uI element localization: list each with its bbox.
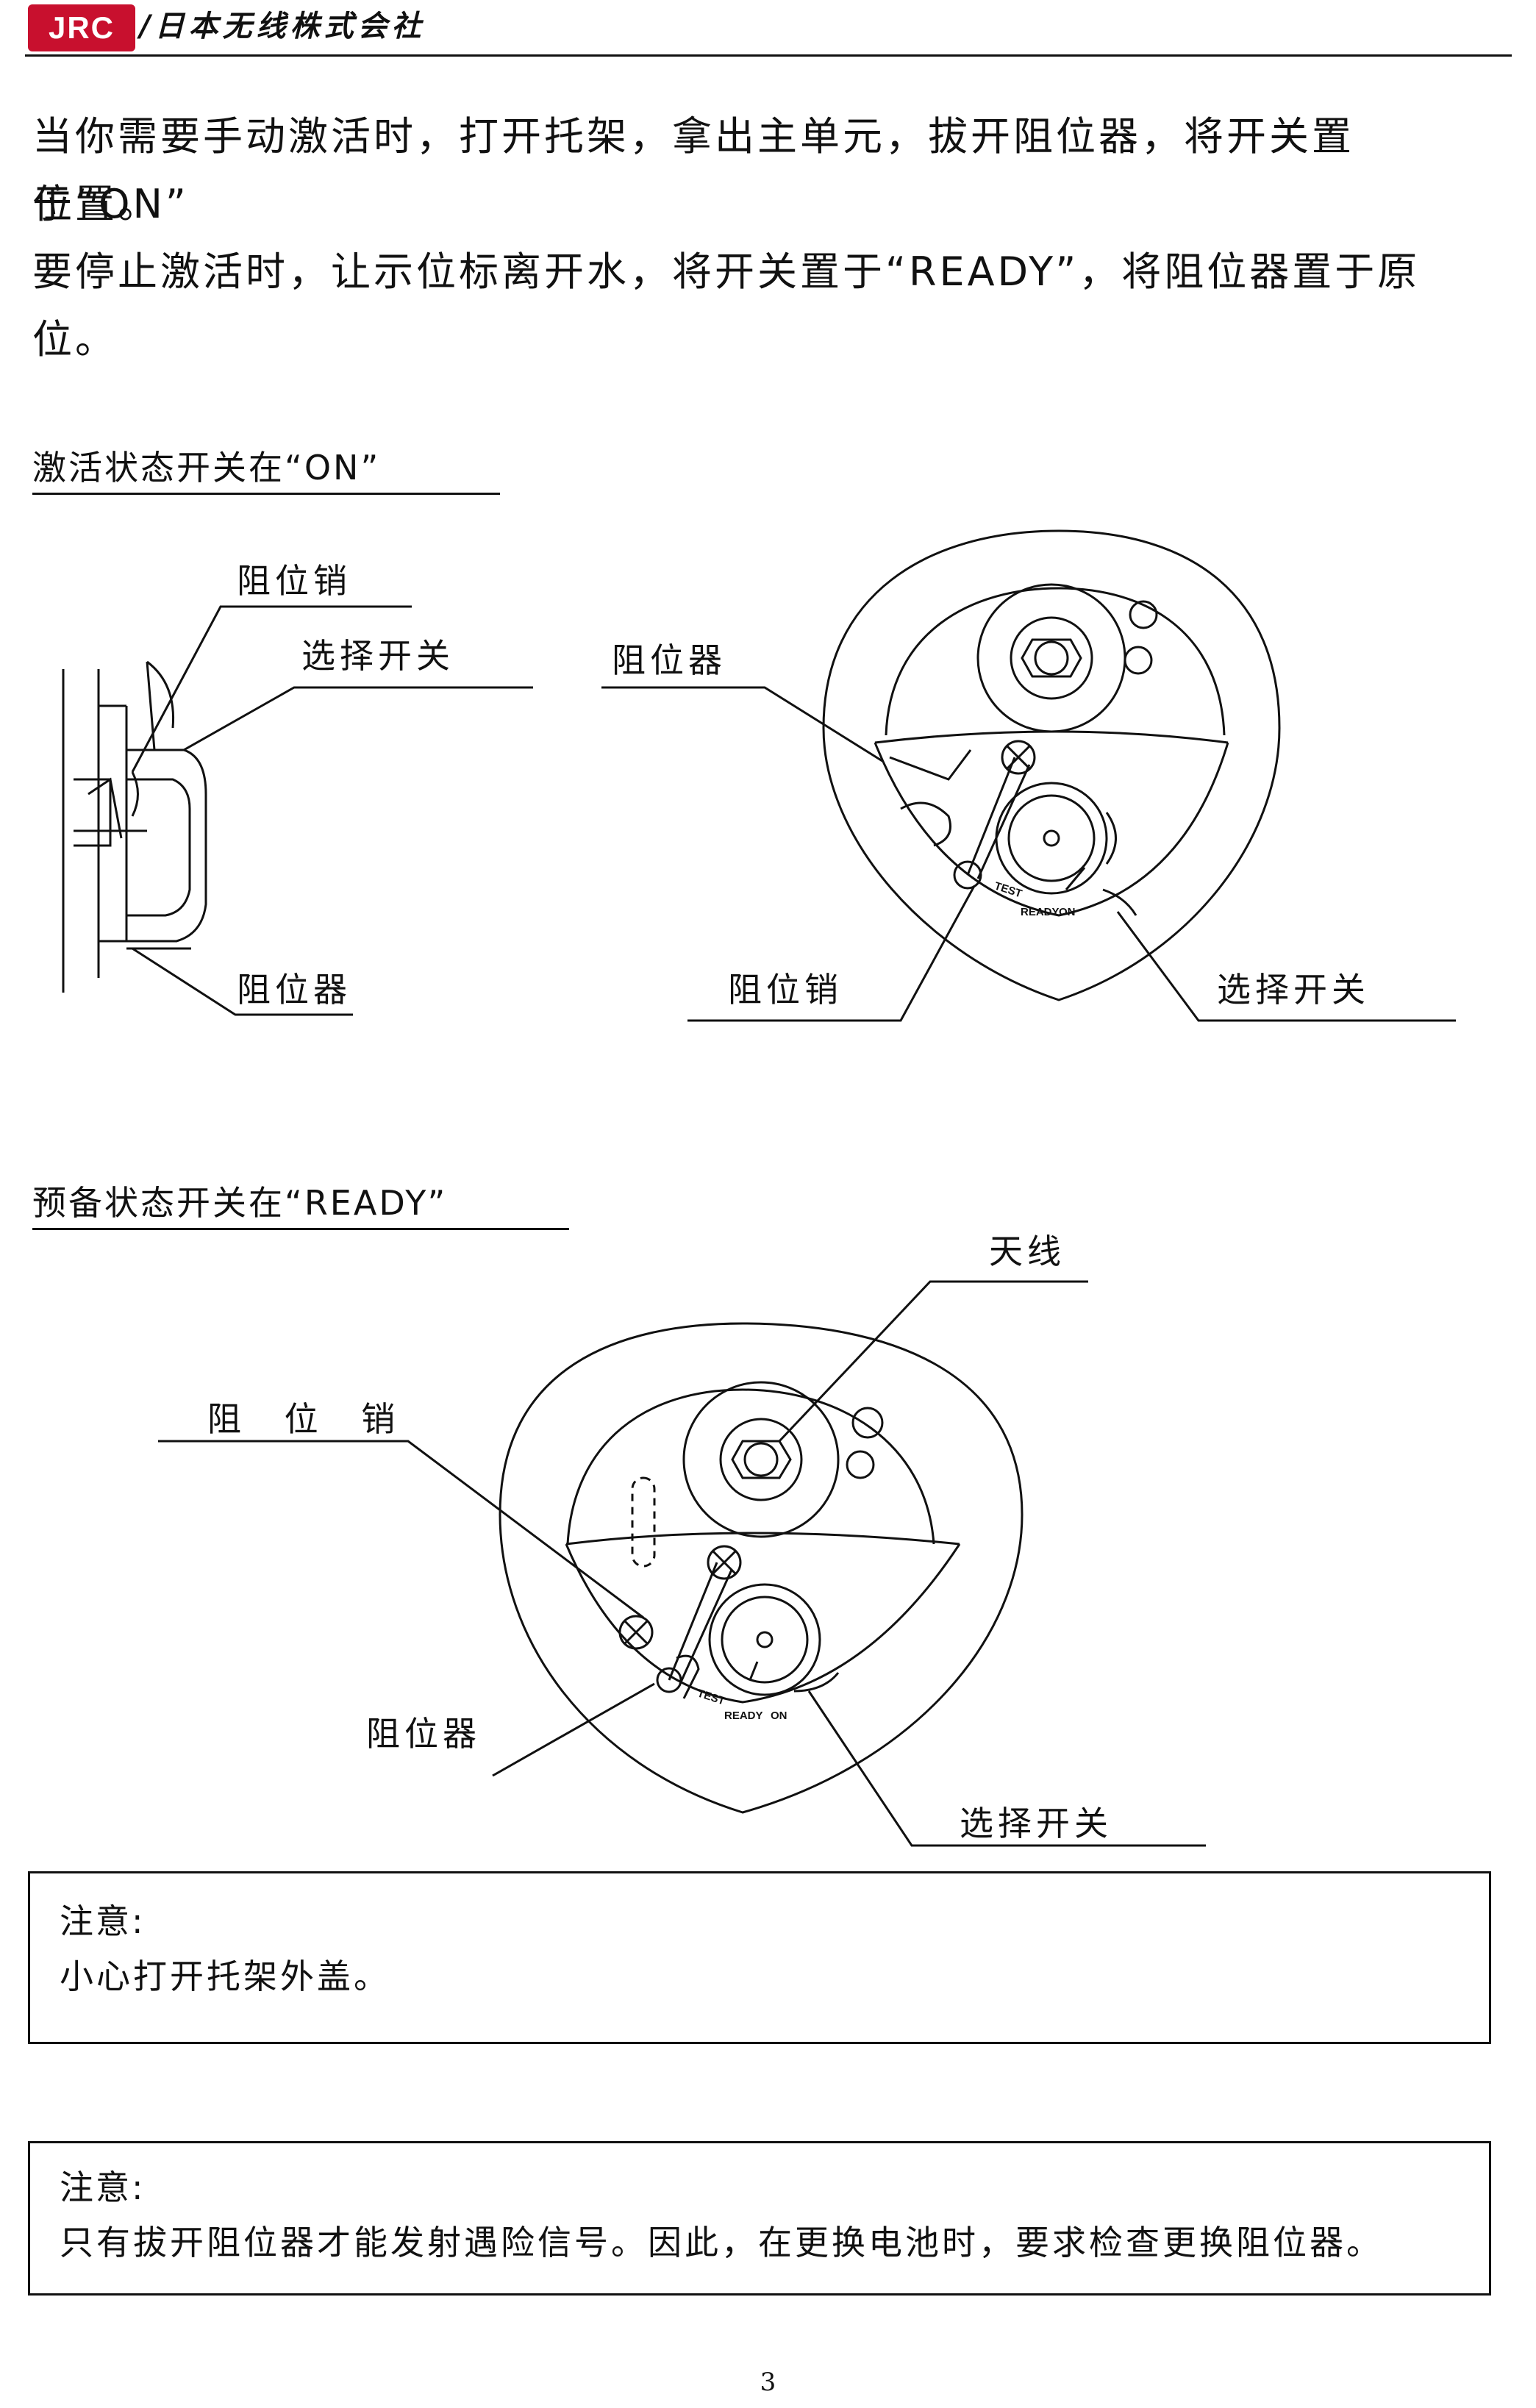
label-top-pin: 阻位销 — [728, 970, 843, 1010]
header-divider — [25, 54, 1512, 57]
label-ready-stopper: 阻位器 — [366, 1714, 481, 1754]
label-side-pin: 阻位销 — [237, 561, 351, 601]
label-top-selector: 选择开关 — [1217, 970, 1370, 1010]
figure-on-heading: 激活状态开关在“ON” — [32, 446, 500, 495]
label-ready-pin: 阻 位 销 — [207, 1399, 412, 1439]
dial-mark-on-on: ON — [1059, 906, 1076, 918]
figure-ready-heading: 预备状态开关在“READY” — [32, 1181, 569, 1230]
dial-mark-on-ready: ON — [771, 1709, 787, 1722]
top-view-on-illustration — [601, 529, 1456, 1022]
label-side-stopper: 阻位器 — [237, 970, 351, 1010]
page-number: 3 — [760, 2368, 776, 2397]
note-2-title: 注意: — [60, 2168, 146, 2207]
intro-line-4: 位。 — [32, 316, 118, 362]
label-ready-selector: 选择开关 — [960, 1804, 1112, 1843]
dial-mark-ready-ready: READY — [724, 1709, 763, 1722]
dial-mark-ready-on: READY — [1021, 906, 1060, 918]
note-2-body: 只有拔开阻位器才能发射遇险信号。因此，在更换电池时，要求检查更换阻位器。 — [60, 2223, 1383, 2262]
note-1-title: 注意: — [60, 1901, 146, 1941]
company-name: /日本无线株式会社 — [140, 10, 426, 43]
intro-line-2: 位置。 — [32, 181, 160, 227]
top-view-ready-illustration — [158, 1280, 1206, 1847]
intro-line-3: 要停止激活时，让示位标离开水，将开关置于“READY”，将阻位器置于原 — [32, 249, 1421, 295]
label-antenna: 天线 — [989, 1232, 1065, 1271]
note-1-body: 小心打开托架外盖。 — [60, 1957, 390, 1996]
side-view-illustration — [62, 605, 533, 1016]
jrc-logo: JRC — [28, 4, 135, 51]
intro-line-1: 当你需要手动激活时，打开托架，拿出主单元，拔开阻位器，将开关置于“ON” — [32, 113, 1354, 227]
label-top-stopper: 阻位器 — [612, 640, 726, 680]
label-side-selector: 选择开关 — [301, 636, 454, 676]
note-box-2: 注意: 只有拔开阻位器才能发射遇险信号。因此，在更换电池时，要求检查更换阻位器。 — [28, 2141, 1491, 2296]
note-box-1: 注意: 小心打开托架外盖。 — [28, 1871, 1491, 2044]
